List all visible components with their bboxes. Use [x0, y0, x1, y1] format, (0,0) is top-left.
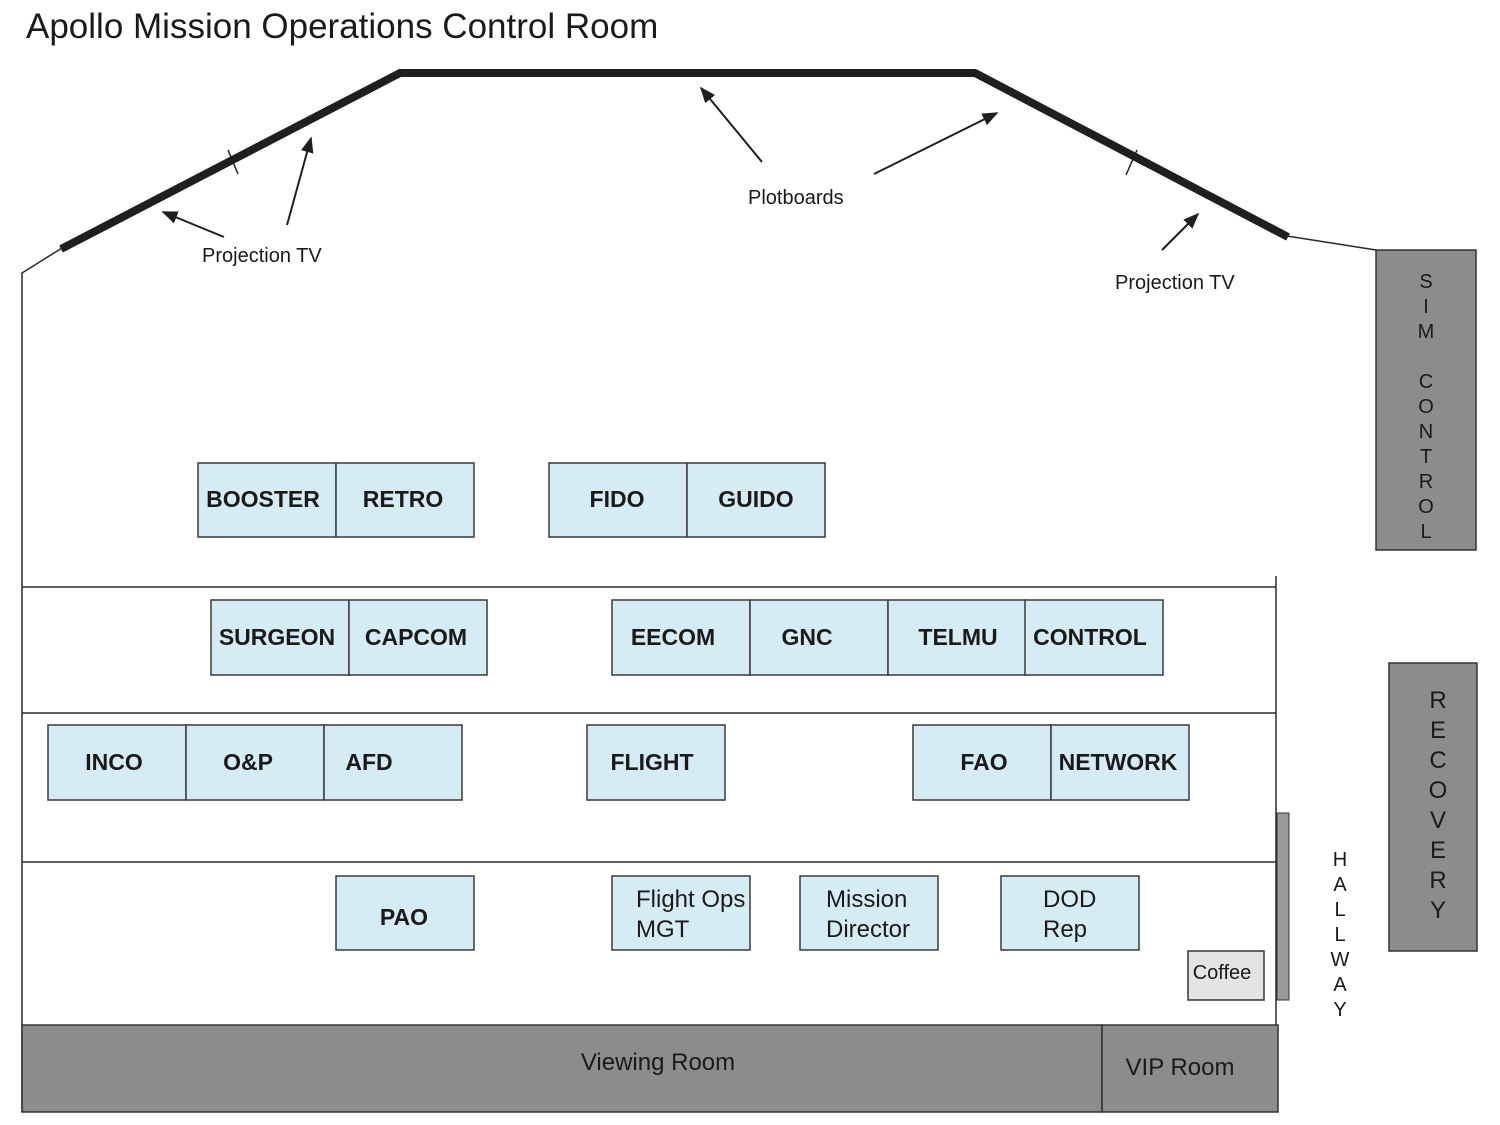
- console-fao: FAO: [912, 724, 1052, 801]
- console-network: NETWORK: [1050, 724, 1190, 801]
- arrow-projection-left-2: [286, 136, 314, 226]
- page-title: Apollo Mission Operations Control Room: [26, 7, 658, 46]
- console-label: TELMU: [918, 624, 997, 650]
- console-label: FIDO: [590, 486, 645, 512]
- console-capcom: CAPCOM: [348, 599, 488, 676]
- console-surgeon: SURGEON: [210, 599, 350, 676]
- console-label: FAO: [960, 749, 1007, 775]
- console-label: CAPCOM: [365, 624, 467, 650]
- console-inco: INCO: [47, 724, 187, 801]
- console-label-line2: MGT: [636, 916, 690, 943]
- console-label: CONTROL: [1033, 624, 1147, 650]
- console-retro: RETRO: [335, 462, 475, 538]
- viewing-room-label: Viewing Room: [581, 1049, 735, 1076]
- console-flight-ops-mgt: Flight Ops MGT: [611, 875, 751, 951]
- console-mission-director: Mission Director: [799, 875, 939, 951]
- room-outer-wall: [21, 235, 1377, 1112]
- console-label: GNC: [781, 624, 832, 650]
- console-dod-rep: DOD Rep: [1000, 875, 1140, 951]
- console-control: CONTROL: [1024, 599, 1164, 676]
- console-label-line2: Rep: [1043, 916, 1087, 943]
- coffee-label: Coffee: [1193, 962, 1252, 984]
- console-flight: FLIGHT: [586, 724, 726, 801]
- label-projection-tv-left: Projection TV: [202, 245, 322, 267]
- console-label: GUIDO: [718, 486, 793, 512]
- console-label-line2: Director: [826, 916, 910, 943]
- viewing-room: Viewing Room: [21, 1024, 1103, 1113]
- arrow-projection-right: [1161, 212, 1200, 251]
- label-plotboards: Plotboards: [748, 187, 844, 209]
- vip-room-label: VIP Room: [1126, 1054, 1235, 1081]
- console-label: FLIGHT: [610, 749, 693, 775]
- console-label: EECOM: [631, 624, 715, 650]
- console-afd: AFD: [323, 724, 463, 801]
- vip-room: VIP Room: [1101, 1024, 1279, 1113]
- console-label-line1: Flight Ops: [636, 886, 745, 913]
- console-eecom: EECOM: [611, 599, 751, 676]
- console-fido: FIDO: [548, 462, 688, 538]
- console-label: O&P: [223, 749, 273, 775]
- arrow-plotboard-2: [873, 112, 999, 175]
- label-projection-tv-right: Projection TV: [1115, 272, 1235, 294]
- console-pao: PAO: [335, 875, 475, 951]
- console-label: PAO: [380, 904, 428, 930]
- arrow-plotboard-1: [699, 86, 763, 163]
- screen-divider-right: [1125, 149, 1138, 176]
- coffee-station: Coffee: [1187, 950, 1265, 1001]
- console-label: AFD: [345, 749, 392, 775]
- arrow-projection-left-1: [161, 211, 225, 238]
- plotboard-wall: [59, 69, 1290, 253]
- console-label: INCO: [85, 749, 143, 775]
- console-guido: GUIDO: [686, 462, 826, 538]
- console-label: BOOSTER: [206, 486, 320, 512]
- console-label: RETRO: [363, 486, 444, 512]
- console-label: NETWORK: [1059, 749, 1178, 775]
- console-booster: BOOSTER: [197, 462, 337, 538]
- console-label-line1: DOD: [1043, 886, 1096, 913]
- screen-divider-left: [227, 149, 239, 175]
- console-gnc: GNC: [749, 599, 889, 676]
- console-label: SURGEON: [219, 624, 335, 650]
- console-label-line1: Mission: [826, 886, 907, 913]
- hallway-door: [1276, 812, 1290, 1001]
- console-telmu: TELMU: [887, 599, 1027, 676]
- console-o-and-p: O&P: [185, 724, 325, 801]
